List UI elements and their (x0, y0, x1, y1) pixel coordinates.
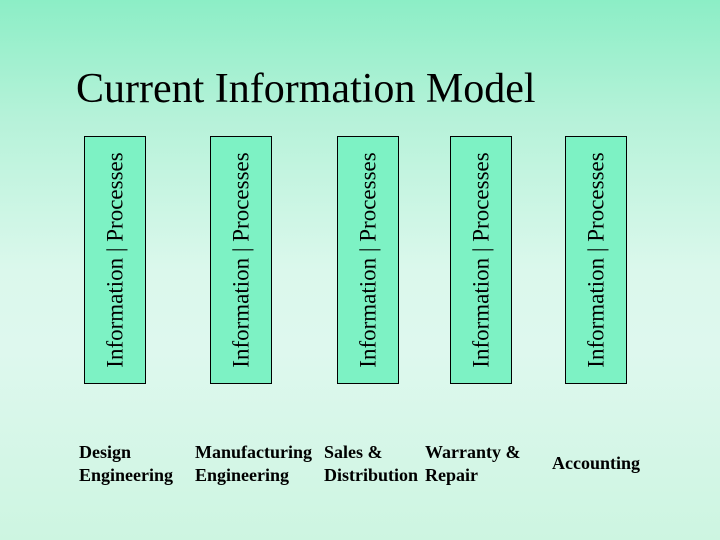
dept-label-sales-distribution: Sales & Distribution (324, 441, 418, 487)
dept-label-warranty-repair: Warranty & Repair (425, 441, 520, 487)
slide-title: Current Information Model (76, 66, 536, 112)
dept-label-line: Engineering (79, 465, 174, 485)
silo-box-manufacturing-engineering: Information | Processes (210, 136, 272, 384)
dept-label-line: Accounting (552, 453, 641, 473)
dept-label-line: Manufacturing (195, 442, 312, 462)
dept-label-line: Repair (425, 465, 478, 485)
dept-label-line: Engineering (195, 465, 290, 485)
dept-label-line: Design (79, 442, 132, 462)
dept-label-design-engineering: Design Engineering (79, 441, 173, 487)
silo-vertical-label: Information | Processes (228, 152, 254, 368)
silo-vertical-label: Information | Processes (102, 152, 128, 368)
dept-label-line: Distribution (324, 465, 419, 485)
dept-label-manufacturing-engineering: Manufacturing Engineering (195, 441, 312, 487)
dept-label-line: Warranty & (425, 442, 521, 462)
silo-box-warranty-repair: Information | Processes (450, 136, 512, 384)
dept-label-accounting: Accounting (552, 452, 640, 475)
silo-vertical-label: Information | Processes (468, 152, 494, 368)
silo-box-sales-distribution: Information | Processes (337, 136, 399, 384)
dept-label-line: Sales & (324, 442, 383, 462)
silo-vertical-label: Information | Processes (583, 152, 609, 368)
silo-box-design-engineering: Information | Processes (84, 136, 146, 384)
silo-vertical-label: Information | Processes (355, 152, 381, 368)
silo-box-accounting: Information | Processes (565, 136, 627, 384)
